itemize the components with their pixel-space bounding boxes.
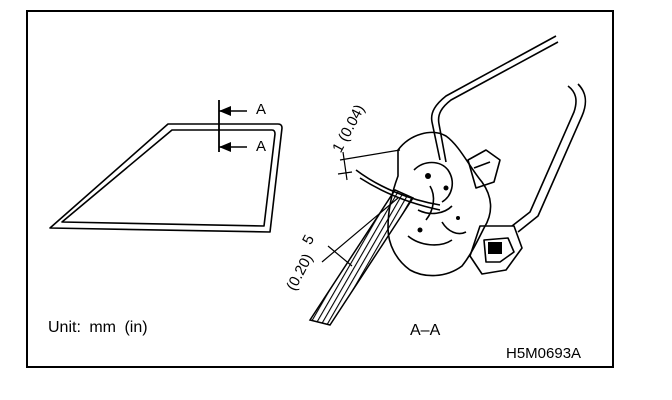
dimension-gap — [337, 149, 401, 181]
figure-id: H5M0693A — [506, 345, 582, 362]
section-arrow-upper-icon — [219, 106, 231, 116]
section-title: A–A — [410, 322, 441, 339]
unit-note: Unit: mm (in) — [48, 319, 148, 336]
figure-frame — [26, 10, 614, 368]
section-label-lower: A — [256, 138, 267, 155]
dimension-depth — [321, 197, 399, 267]
section-label-upper: A — [256, 101, 267, 118]
clip-tab — [488, 242, 502, 254]
section-arrow-lower-icon — [219, 142, 231, 152]
window-glass-outline — [49, 123, 283, 233]
trim-wire — [430, 35, 587, 275]
molding-shading — [417, 173, 460, 233]
section-line-a-a — [218, 100, 247, 152]
